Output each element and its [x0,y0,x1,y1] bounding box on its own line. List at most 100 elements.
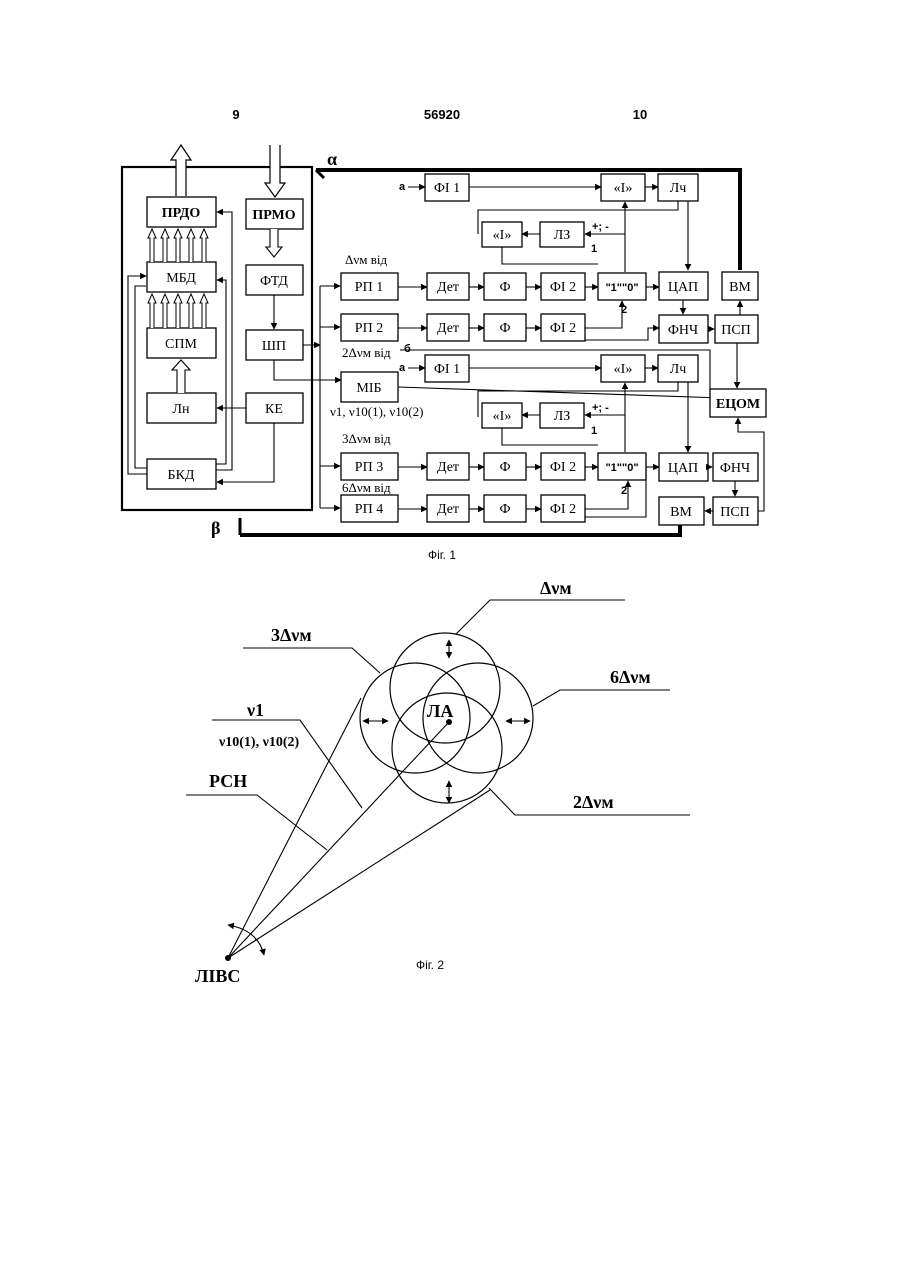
bottom-vm-label: ВМ [670,505,692,520]
loop-bkd-mbd-outer [128,276,147,474]
block-prdo-label: ПРДО [162,206,201,221]
beam-line-right [228,790,490,958]
header-right-page-number: 10 [633,107,647,122]
row1-fi2-label: ФІ 2 [550,280,576,295]
receiver-row-3: 3Δνм від РП 3 Дет Ф ФІ 2 "1""0" [341,431,659,480]
block-shp-label: ШП [262,339,286,354]
block-ftd-label: ФТД [260,274,288,289]
mib-frequencies: ν1, ν10(1), ν10(2) [330,404,423,419]
rotation-arrow-icon [228,925,264,955]
bottom-input-a: а [399,362,406,374]
label-rsn: РСН [209,771,247,791]
bottom-plus-minus: +; - [592,402,609,414]
bottom-and1-label: «І» [614,362,633,377]
arrow-ln-to-spm [172,360,190,393]
figure-1-caption: Фіг. 1 [428,548,456,562]
top-and2-to-switch [502,247,598,264]
beta-label: β [211,518,220,538]
arrow-shp-to-mib [274,360,341,380]
figure-1-block-diagram: ПРДО ПРМО МБД ФТД СПМ ШП Лн КЕ БКД [122,145,766,562]
top-and1-label: «І» [614,181,633,196]
output-hollow-arrow [171,145,191,196]
receiver-row-2: РП 2 2Δνм від Дет Ф ФІ 2 [341,301,659,360]
row1-det-label: Дет [437,280,459,295]
leader-rsn [186,795,327,850]
row2-rp-label: РП 2 [355,321,383,336]
label-livs: ЛІВС [195,966,240,986]
loop-bkd-mbd-right [216,280,226,464]
top-lch-label: Лч [670,181,687,196]
top-fi1-label: ФІ 1 [434,181,460,196]
bottom-fi1-label: ФІ 1 [434,362,460,377]
mib-to-etsom [398,387,722,398]
block-ln-label: Лн [173,402,190,417]
block-etsom-label: ЕЦОМ [716,397,760,412]
top-tsap-label: ЦАП [668,280,698,295]
row2-f-label: Ф [499,321,510,336]
leader-d6 [533,690,670,706]
loop-bkd-mbd-inner [135,286,147,468]
header-patent-number: 56920 [424,107,460,122]
bus-arrows-mbd-prdo [148,229,208,262]
label-delta-nu-m: Δνм [540,578,572,598]
bottom-label-2: 2 [621,485,627,497]
row1-band-label: Δνм від [345,252,387,267]
row4-band-label: 6Δνм від [342,480,391,495]
bottom-fnch-label: ФНЧ [720,461,750,476]
header-left-page-number: 9 [232,107,239,122]
bottom-lch-label: Лч [670,362,687,377]
input-hollow-arrow [265,145,285,197]
bottom-and2-to-switch [502,428,598,445]
figure-2-caption: Фіг. 2 [416,958,444,972]
row1-f-label: Ф [499,280,510,295]
right-processing-column: ЦАП ВМ ФНЧ ПСП ЕЦОМ ЦАП ФНЧ ВМ ПСП [659,272,766,525]
figure-2-coverage-diagram: Δνм 3Δνм 6Δνм 2Δνм ν1 ν10(1), ν10(2) РСН… [186,578,690,986]
block-mbd-label: МБД [166,271,196,286]
block-prmo-label: ПРМО [252,208,295,223]
row3-band-label: 3Δνм від [342,431,391,446]
top-label-1: 1 [591,243,597,255]
row2-to-switch [585,301,622,328]
label-2-delta-nu-m: 2Δνм [573,792,614,812]
row4-det-label: Дет [437,502,459,517]
alpha-label: α [327,149,337,169]
row2-to-fnch [585,328,659,340]
row4-fi2-label: ФІ 2 [550,502,576,517]
block-mib-label: МІБ [356,381,381,396]
top-vm-label: ВМ [729,280,751,295]
row3-switch-label: "1""0" [605,462,638,474]
bus-arrows-spm-mbd [148,294,208,328]
row2-band-label: 2Δνм від [342,345,391,360]
livs-point [225,955,231,961]
label-3-delta-nu-m: 3Δνм [271,625,312,645]
row3-det-label: Дет [437,460,459,475]
bottom-psp-label: ПСП [720,505,750,520]
receiver-row-1: Δνм від РП 1 Дет Ф ФІ 2 "1""0" [341,252,659,300]
row2-det-label: Дет [437,321,459,336]
label-6-delta-nu-m: 6Δνм [610,667,651,687]
bottom-and2-label: «І» [493,409,512,424]
block-bkd-label: БКД [168,468,195,483]
row4-rp-label: РП 4 [355,502,383,517]
bottom-label-1: 1 [591,425,597,437]
top-and2-label: «І» [493,228,512,243]
leader-d3 [243,648,380,673]
row3-rp-label: РП 3 [355,460,383,475]
top-fnch-label: ФНЧ [668,323,698,338]
label-la: ЛА [427,701,453,721]
bottom-tsap-label: ЦАП [668,461,698,476]
bottom-lz-label: ЛЗ [554,409,571,424]
zone-circle-left [360,663,470,773]
label-nu10: ν10(1), ν10(2) [218,735,299,750]
row3-fi2-label: ФІ 2 [550,460,576,475]
top-input-a: а [399,181,406,193]
arrow-prmo-to-ftd [266,229,282,257]
loop-bkd-prdo [216,212,232,470]
block-spm-label: СПМ [165,337,197,352]
label-b: б [404,343,411,355]
row2-fi2-label: ФІ 2 [550,321,576,336]
row3-f-label: Ф [499,460,510,475]
beam-line-center [228,722,449,958]
label-nu1: ν1 [246,700,264,720]
